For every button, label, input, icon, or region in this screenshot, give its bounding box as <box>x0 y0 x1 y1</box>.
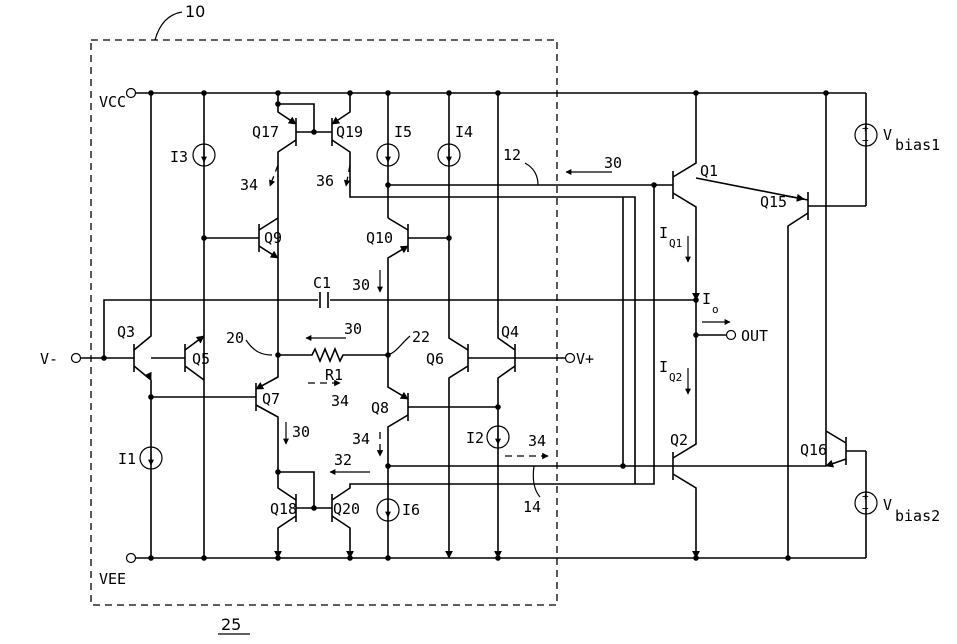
svg-text:I: I <box>659 224 668 242</box>
q18-label: Q18 <box>270 500 297 518</box>
q16-label: Q16 <box>800 441 827 459</box>
q7-label: Q7 <box>262 390 280 408</box>
i2-label: I2 <box>466 429 484 447</box>
svg-text:−: − <box>862 502 869 515</box>
transistor-q2: Q2 <box>670 431 700 559</box>
svg-text:Q2: Q2 <box>669 371 682 384</box>
svg-text:+: + <box>862 122 869 135</box>
svg-text:I: I <box>659 358 668 376</box>
current-source-i4: I4 <box>437 93 473 335</box>
label-34-r1: 34 <box>331 392 349 410</box>
q17-label: Q17 <box>252 123 279 141</box>
q6-label: Q6 <box>426 350 444 368</box>
vcc-rail: VCC <box>99 87 866 111</box>
label-36: 36 <box>316 172 334 190</box>
label-34-q17: 34 <box>240 176 258 194</box>
svg-text:bias1: bias1 <box>895 136 940 154</box>
q5-label: Q5 <box>192 350 210 368</box>
current-source-i3: I3 <box>170 93 216 558</box>
transistor-q4: Q4 <box>494 93 519 559</box>
v-plus-label: V+ <box>576 350 594 368</box>
ref-10-leader <box>154 11 183 41</box>
label-14: 14 <box>523 498 541 516</box>
out-label: OUT <box>741 327 768 345</box>
svg-text:V: V <box>883 126 892 144</box>
ref-25: 25 <box>221 615 241 634</box>
q9-label: Q9 <box>264 229 282 247</box>
transistor-q5: Q5 <box>151 335 210 381</box>
svg-text:−: − <box>862 134 869 147</box>
q8-label: Q8 <box>371 399 389 417</box>
q2-label: Q2 <box>670 431 688 449</box>
iq2-label: I Q2 <box>659 358 682 384</box>
v-minus-input: V- <box>40 299 695 368</box>
q15-label: Q15 <box>760 193 787 211</box>
q1-label: Q1 <box>700 162 718 180</box>
voltage-source-vbias1: + − V bias1 <box>854 93 940 206</box>
label-34-q8: 34 <box>352 430 370 448</box>
svg-text:o: o <box>712 303 719 316</box>
transistor-q3: Q3 <box>117 93 152 558</box>
amplifier-block-outline <box>90 39 558 606</box>
q19-label: Q19 <box>336 123 363 141</box>
transistor-q16: Q16 <box>800 430 866 468</box>
current-source-i1: I1 <box>118 446 163 470</box>
current-source-i5: I5 <box>376 123 412 167</box>
vee-label: VEE <box>99 570 126 588</box>
resistor-r1 <box>278 346 388 364</box>
transistor-q19: Q19 <box>331 93 636 484</box>
ref-10: 10 <box>185 2 205 21</box>
label-30-r1: 30 <box>344 320 362 338</box>
q10-label: Q10 <box>366 229 393 247</box>
vcc-label: VCC <box>99 93 126 111</box>
transistor-q8: Q8 <box>371 383 498 558</box>
i5-label: I5 <box>394 123 412 141</box>
io-label: I o <box>702 290 719 316</box>
q20-label: Q20 <box>333 500 360 518</box>
current-source-i6: I6 <box>376 498 420 522</box>
transistor-q10: Q10 <box>366 217 449 383</box>
current-source-i2: I2 <box>466 425 510 449</box>
svg-text:bias2: bias2 <box>895 507 940 525</box>
voltage-source-vbias2: + − V bias2 <box>854 451 940 558</box>
transistor-q1: Q1 <box>672 93 718 301</box>
node-22-label: 22 <box>412 328 430 346</box>
i1-label: I1 <box>118 450 136 468</box>
label-32: 32 <box>334 451 352 469</box>
svg-text:Q1: Q1 <box>669 237 682 250</box>
transistor-q6: Q6 <box>426 335 469 559</box>
q3-label: Q3 <box>117 323 135 341</box>
label-30-q10: 30 <box>352 276 370 294</box>
q4-label: Q4 <box>501 323 519 341</box>
transistor-q20: Q20 <box>331 185 655 559</box>
i3-label: I3 <box>170 148 188 166</box>
capacitor-c1: C1 <box>313 274 331 308</box>
transistor-q9: Q9 <box>204 217 282 259</box>
v-minus-label: V- <box>40 350 58 368</box>
transistor-q18: Q18 <box>270 472 297 559</box>
svg-text:V: V <box>883 496 892 514</box>
label-30-top: 30 <box>604 154 622 172</box>
label-34-i2: 34 <box>528 432 546 450</box>
c1-label: C1 <box>313 274 331 292</box>
vee-rail: VEE <box>99 552 866 588</box>
i6-label: I6 <box>402 501 420 519</box>
transistor-q7: Q7 <box>255 355 280 472</box>
node-20-label: 20 <box>226 329 244 347</box>
label-30-q7: 30 <box>292 423 310 441</box>
r1-label: R1 <box>325 366 343 384</box>
iq1-label: I Q1 <box>659 224 682 250</box>
transistor-q15: Q15 <box>695 177 866 558</box>
label-12: 12 <box>503 146 521 164</box>
i4-label: I4 <box>455 123 473 141</box>
svg-text:+: + <box>862 490 869 503</box>
svg-text:I: I <box>702 290 711 308</box>
